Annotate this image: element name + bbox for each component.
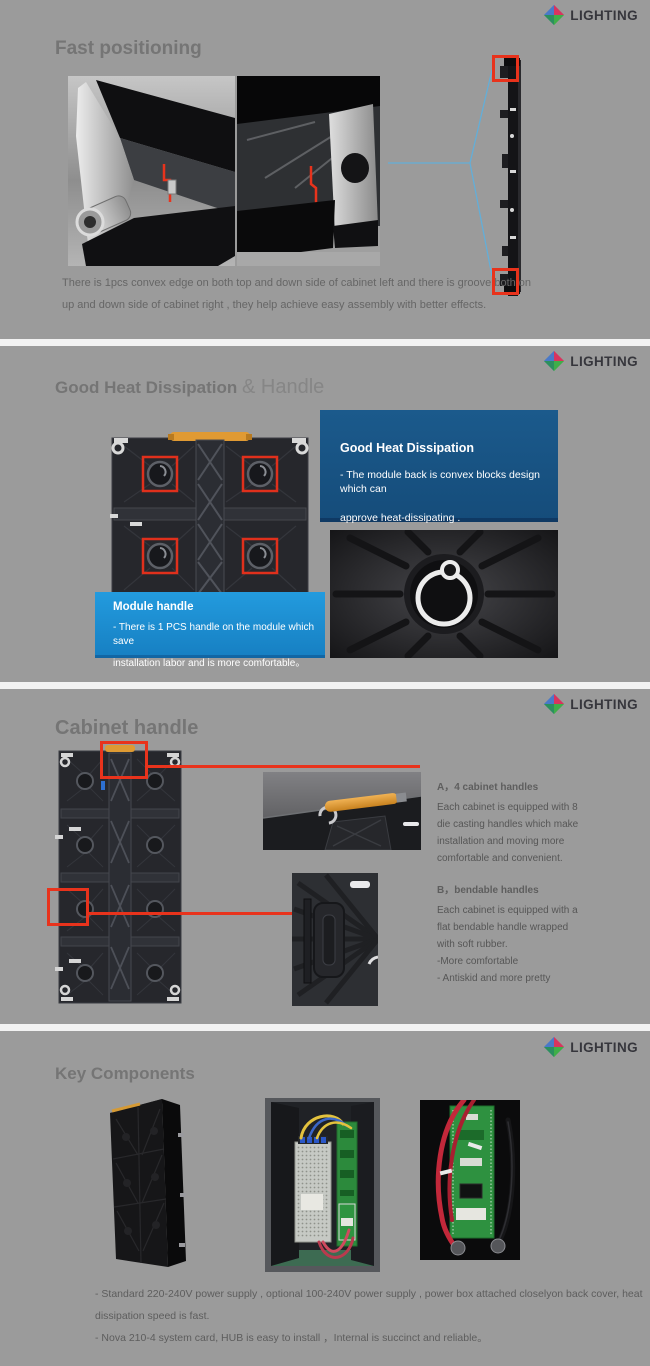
cabinet-corner-left-photo bbox=[68, 76, 235, 266]
heading-part-2: & Handle bbox=[242, 376, 325, 398]
body-line: up and down side of cabinet right , they… bbox=[62, 299, 487, 311]
body-line: There is 1pcs convex edge on both top an… bbox=[62, 277, 532, 289]
annotation-box-handle bbox=[100, 741, 148, 779]
diamond-logo-icon bbox=[544, 693, 565, 715]
diamond-logo-icon bbox=[544, 1036, 565, 1058]
block-line: flat bendable handle wrapped bbox=[437, 922, 569, 933]
block-line: -More comfortable bbox=[437, 956, 519, 967]
callout-line: approve heat-dissipating . bbox=[340, 512, 461, 524]
cabinet-angled-photo bbox=[110, 1099, 186, 1267]
brand-logo: LIGHTING bbox=[543, 350, 638, 372]
cabinet-handle-closeup-photo bbox=[263, 772, 421, 850]
receiving-card-photo bbox=[420, 1100, 520, 1260]
heat-dissipation-callout: Good Heat Dissipation - The module back … bbox=[320, 410, 558, 524]
block-line: Each cabinet is equipped with a bbox=[437, 905, 578, 916]
block-line: Each cabinet is equipped with 8 bbox=[437, 802, 578, 813]
block-title: B，bendable handles bbox=[437, 885, 539, 896]
section-heat-dissipation-handle: LIGHTING Good Heat Dissipation & Handle bbox=[0, 346, 650, 682]
handles-text-block-a: A，4 cabinet handles Each cabinet is equi… bbox=[437, 779, 637, 867]
section-key-components: LIGHTING Key Components bbox=[0, 1031, 650, 1366]
diamond-logo-icon bbox=[544, 350, 565, 372]
brand-logo-text: LIGHTING bbox=[570, 1039, 638, 1055]
cabinet-back-photo bbox=[55, 745, 182, 1004]
callout-title: Good Heat Dissipation bbox=[340, 441, 475, 455]
annotation-line-top bbox=[148, 765, 420, 768]
power-supply-photo bbox=[265, 1098, 380, 1272]
annotation-line-bottom bbox=[89, 912, 292, 915]
section-heading: Fast positioning bbox=[55, 38, 202, 59]
section-heading: Good Heat Dissipation & Handle bbox=[55, 376, 324, 399]
callout-line: installation labor and is more comfortab… bbox=[113, 658, 306, 669]
cabinet-side-profile-photo bbox=[500, 56, 521, 296]
section-fast-positioning: LIGHTING Fast positioning bbox=[0, 0, 650, 339]
annotation-box-top bbox=[492, 55, 519, 82]
section-body-text: There is 1pcs convex edge on both top an… bbox=[62, 272, 531, 316]
block-title: A，4 cabinet handles bbox=[437, 782, 539, 793]
callout-title: Module handle bbox=[113, 601, 194, 613]
brand-logo: LIGHTING bbox=[543, 4, 638, 26]
section-heading: Cabinet handle bbox=[55, 717, 199, 739]
heading-part-1: Good Heat Dissipation bbox=[55, 378, 243, 397]
block-line: die casting handles which make bbox=[437, 819, 579, 830]
block-line: comfortable and convenient. bbox=[437, 853, 563, 864]
handles-text-block-b: B，bendable handles Each cabinet is equip… bbox=[437, 882, 637, 987]
brand-logo-text: LIGHTING bbox=[570, 353, 638, 369]
module-handle-callout: Module handle - There is 1 PCS handle on… bbox=[95, 592, 325, 669]
brand-logo-text: LIGHTING bbox=[570, 696, 638, 712]
body-line: - Nova 210-4 system card, HUB is easy to… bbox=[95, 1332, 488, 1344]
brand-logo: LIGHTING bbox=[543, 693, 638, 715]
diamond-logo-icon bbox=[544, 4, 565, 26]
body-line: - Standard 220-240V power supply , optio… bbox=[95, 1288, 643, 1300]
callout-line: - The module back is convex blocks desig… bbox=[340, 469, 540, 495]
callout-line: - There is 1 PCS handle on the module wh… bbox=[113, 622, 315, 647]
annotation-box-bendable bbox=[47, 888, 89, 926]
section-cabinet-handle: LIGHTING Cabinet handle bbox=[0, 689, 650, 1024]
block-line: installation and moving more bbox=[437, 836, 565, 847]
annotation-box-bottom bbox=[492, 268, 519, 295]
connector-lines bbox=[388, 69, 493, 277]
section-body-text: - Standard 220-240V power supply , optio… bbox=[95, 1283, 643, 1349]
body-line: dissipation speed is fast. bbox=[95, 1310, 210, 1322]
module-ring-handle-photo bbox=[330, 530, 558, 658]
block-line: - Antiskid and more pretty bbox=[437, 973, 551, 984]
module-back-photo bbox=[110, 432, 309, 599]
bendable-handle-closeup-photo bbox=[292, 873, 378, 1006]
brand-logo: LIGHTING bbox=[543, 1036, 638, 1058]
cabinet-corner-right-photo bbox=[237, 76, 380, 266]
section-heading: Key Components bbox=[55, 1064, 195, 1083]
brand-logo-text: LIGHTING bbox=[570, 7, 638, 23]
block-line: with soft rubber. bbox=[437, 939, 508, 950]
